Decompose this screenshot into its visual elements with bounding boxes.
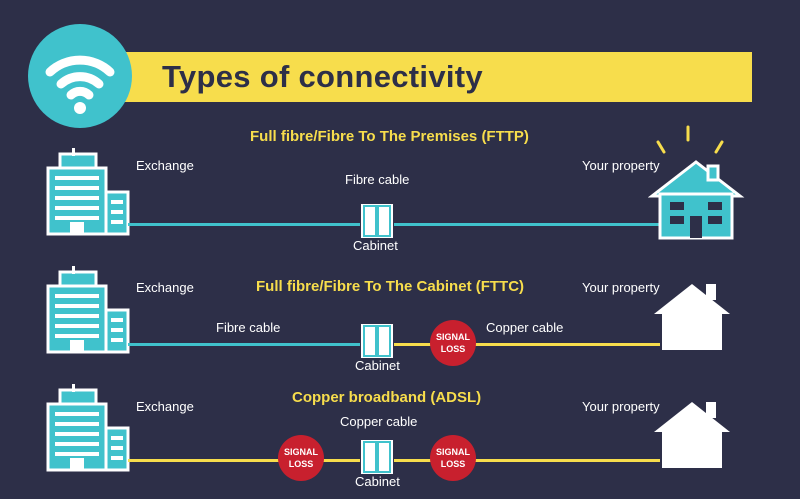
fttc-heading: Full fibre/Fibre To The Cabinet (FTTC): [256, 278, 525, 295]
property-teal-house-icon: [648, 122, 746, 242]
exchange-building-icon: [46, 148, 130, 236]
signal-loss-text: LOSS: [440, 344, 466, 354]
adsl-copper-cable-right: [394, 459, 660, 462]
adsl-signal-loss-badge-right: SIGNAL LOSS: [430, 435, 476, 481]
signal-loss-text: SIGNAL: [435, 447, 470, 457]
adsl-copper-cable-label: Copper cable: [340, 414, 418, 429]
exchange-building-icon: [46, 266, 130, 354]
wifi-icon: [45, 55, 115, 114]
fttp-heading: Full fibre/Fibre To The Premises (FTTP): [250, 128, 529, 145]
fttp-exchange-label: Exchange: [136, 158, 194, 173]
signal-loss-text: SIGNAL: [435, 332, 470, 342]
fttp-fibre-cable-label: Fibre cable: [345, 172, 410, 187]
fttc-copper-cable: [394, 343, 660, 346]
wifi-badge: [28, 24, 132, 128]
property-house-icon: [652, 280, 732, 352]
adsl-heading: Copper broadband (ADSL): [292, 389, 482, 406]
exchange-building-icon: [46, 384, 130, 472]
fttc-fibre-cable-label: Fibre cable: [216, 320, 281, 335]
signal-loss-text: LOSS: [440, 459, 466, 469]
fttp-fibre-cable-left: [128, 223, 360, 226]
fttc-cabinet-label: Cabinet: [355, 358, 400, 373]
signal-loss-text: SIGNAL: [283, 447, 318, 457]
fttc-signal-loss-badge: SIGNAL LOSS: [430, 320, 476, 366]
adsl-property-label: Your property: [582, 399, 660, 414]
fttp-cabinet-icon: [359, 202, 395, 240]
adsl-signal-loss-badge-left: SIGNAL LOSS: [278, 435, 324, 481]
fttc-exchange-label: Exchange: [136, 280, 194, 295]
page-title: Types of connectivity: [162, 59, 483, 94]
fttc-property-label: Your property: [582, 280, 660, 295]
fttc-cabinet-icon: [359, 322, 395, 360]
fttp-property-label: Your property: [582, 158, 660, 173]
property-house-icon: [652, 398, 732, 470]
adsl-cabinet-icon: [359, 438, 395, 476]
signal-loss-text: LOSS: [288, 459, 314, 469]
fttc-fibre-cable: [128, 343, 360, 346]
adsl-exchange-label: Exchange: [136, 399, 194, 414]
fttp-fibre-cable-right: [394, 223, 660, 226]
fttc-copper-cable-label: Copper cable: [486, 320, 564, 335]
fttp-cabinet-label: Cabinet: [353, 238, 398, 253]
adsl-copper-cable-left: [128, 459, 360, 462]
adsl-cabinet-label: Cabinet: [355, 474, 400, 489]
title-banner: [120, 52, 752, 102]
